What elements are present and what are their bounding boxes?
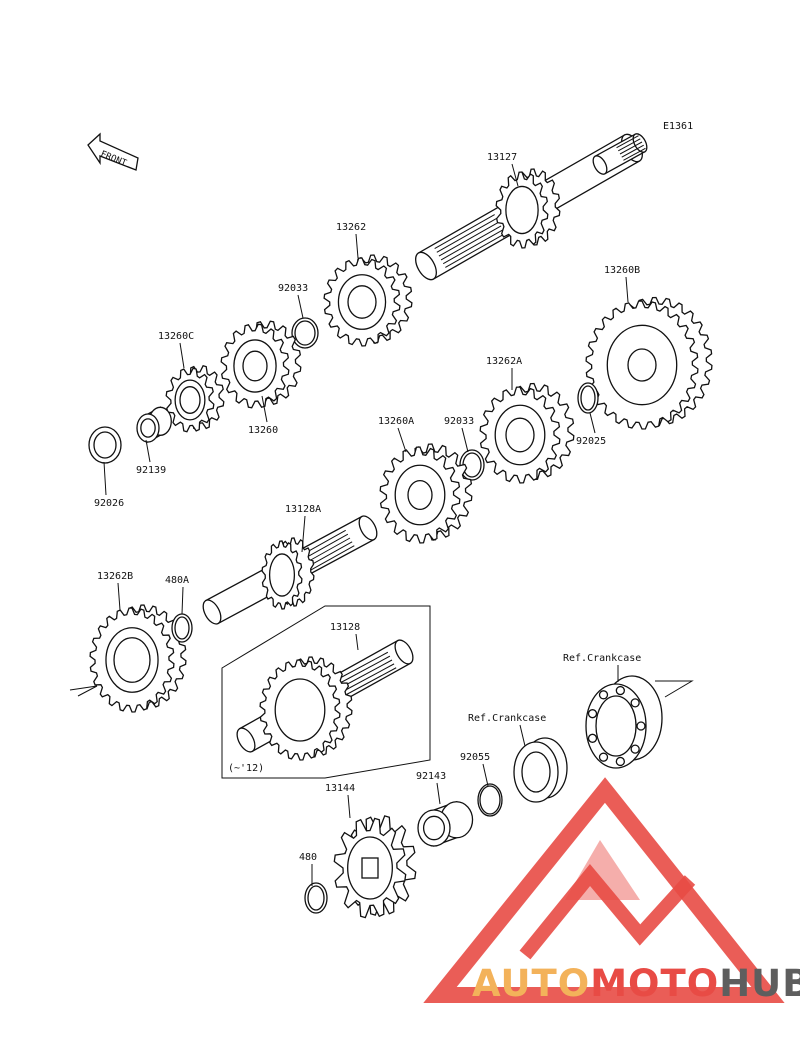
gear-13260c [165,365,225,433]
label-92033-upper: 92033 [278,283,308,294]
shaft-13127-splines [434,214,506,268]
sprocket-13144-hub [361,857,379,879]
gear-13260 [220,320,302,409]
gear-13260a [379,443,473,544]
circlip-92033-upper [291,317,319,349]
label-92033-lower: 92033 [444,416,474,427]
label-13127: 13127 [487,152,517,163]
label-13260: 13260 [248,425,278,436]
parts-layer [88,133,713,919]
gear-integral-13128a [261,537,315,610]
label-13260b: 13260B [604,265,640,276]
label-13260a: 13260A [378,416,414,427]
front-arrow-icon: FRONT [87,132,139,171]
oil-seal-ref-crankcase [513,737,568,803]
gear-integral-13127 [495,168,561,249]
circlip-480a [171,613,193,643]
label-92025: 92025 [576,436,606,447]
gear-integral-13128 [259,656,353,761]
label-480: 480 [299,852,317,863]
inset-note: (~'12) [228,763,264,774]
diagram-code: E1361 [663,121,693,132]
inset-box-shaft-13128: (~'12) [221,605,431,779]
shaft-13127-thread [616,135,646,161]
label-13262: 13262 [336,222,366,233]
label-480a: 480A [165,575,189,586]
watermark-text: AUTOMOTOHUB [472,962,800,1005]
shaft-13128-splines [335,651,397,697]
label-92026: 92026 [94,498,124,509]
label-92143: 92143 [416,771,446,782]
washer-92025 [577,382,599,414]
label-ref-crankcase-upper: Ref.Crankcase [563,653,641,664]
leader-lines [69,163,694,886]
gear-13262a [479,382,575,484]
collar-92139 [136,406,172,444]
label-92055: 92055 [460,752,490,763]
gear-13262 [323,254,413,347]
label-13262a: 13262A [486,356,522,367]
label-92139: 92139 [136,465,166,476]
label-13260c: 13260C [158,331,194,342]
gear-13262b [89,604,187,713]
bearing-ref-crankcase [585,675,663,769]
part-labels: 13127 13262 92033 13260C 13260 92139 920… [94,152,641,863]
label-13128: 13128 [330,622,360,633]
collar-92143 [417,800,474,847]
o-ring-92055 [477,783,503,817]
label-13262b: 13262B [97,571,133,582]
watermark-logo-mark: AUTOMOTOHUB [423,777,800,1005]
washer-92026 [88,426,122,464]
label-13128a: 13128A [285,504,321,515]
label-ref-crankcase-lower: Ref.Crankcase [468,713,546,724]
circlip-480 [304,882,328,914]
gear-13260b [585,296,713,430]
label-13144: 13144 [325,783,355,794]
